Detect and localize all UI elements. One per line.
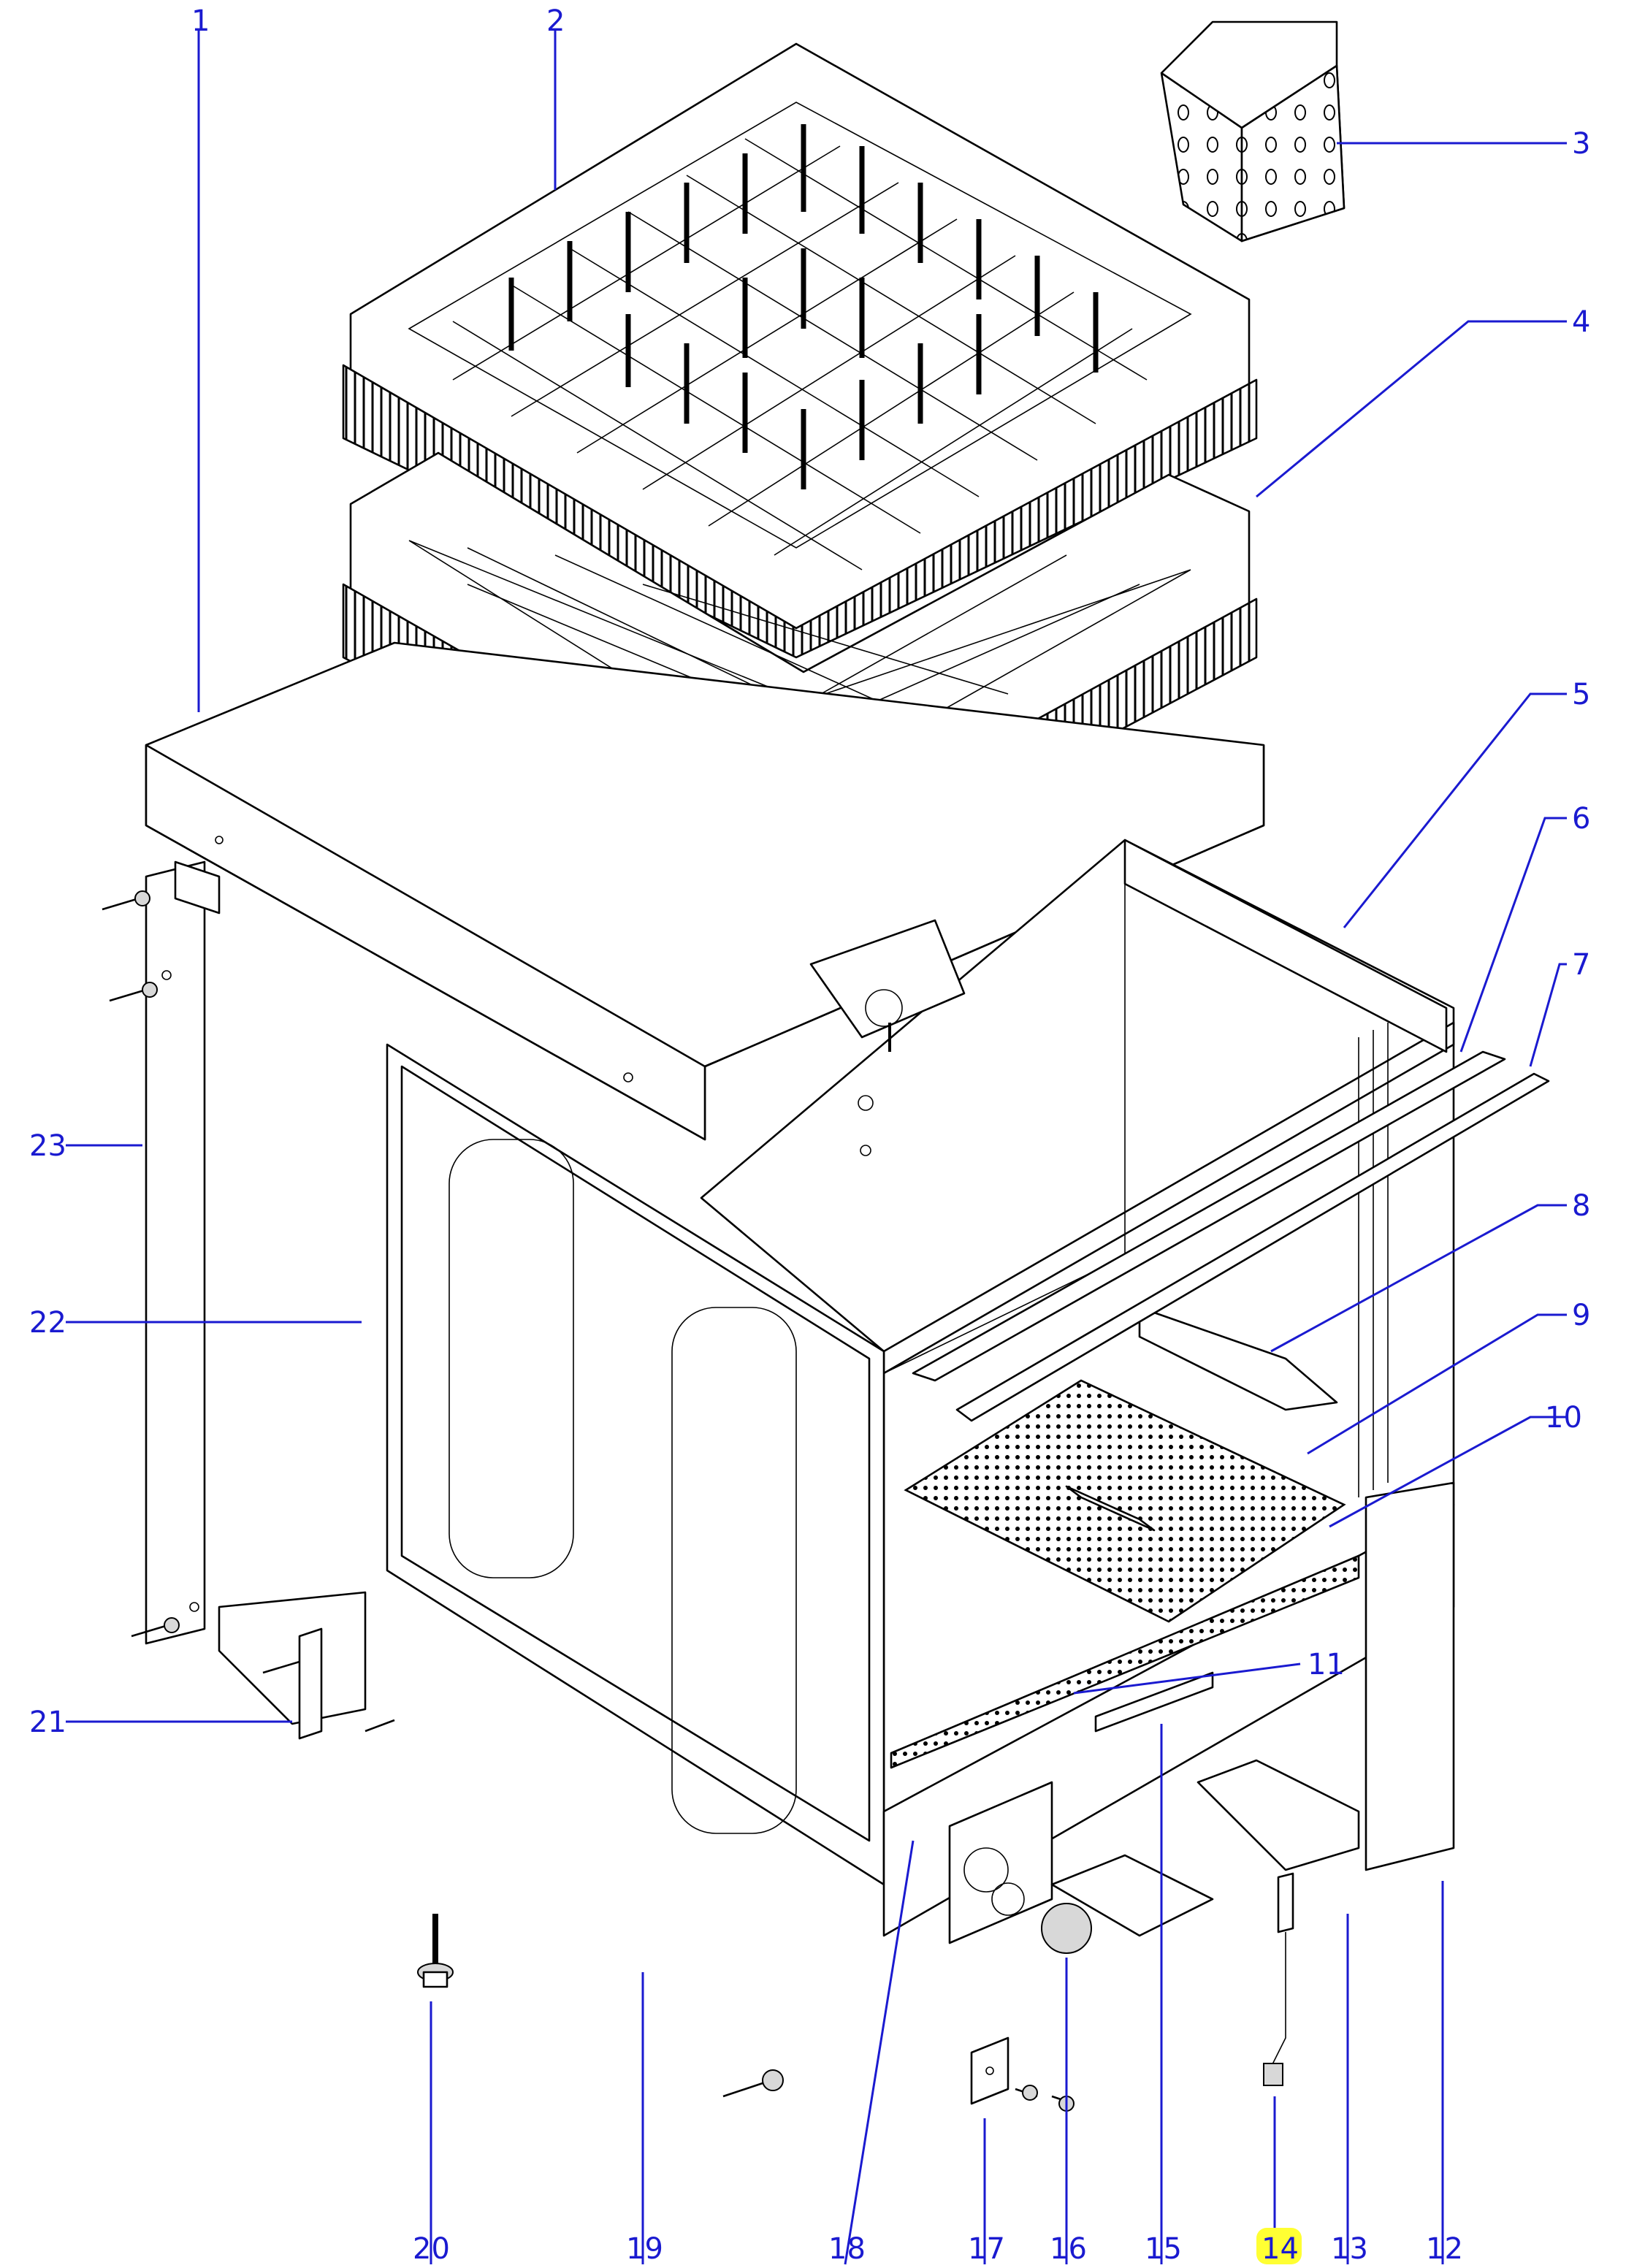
callout-13[interactable]: 13 bbox=[1331, 2232, 1368, 2266]
callout-7[interactable]: 7 bbox=[1572, 948, 1590, 982]
callout-10[interactable]: 10 bbox=[1545, 1401, 1582, 1435]
callout-1[interactable]: 1 bbox=[191, 4, 210, 38]
callout-9[interactable]: 9 bbox=[1572, 1299, 1590, 1332]
peg-rack bbox=[342, 42, 1258, 659]
cabinet-body bbox=[386, 839, 1550, 1954]
cutlery-basket bbox=[1160, 20, 1346, 243]
callout-20[interactable]: 20 bbox=[413, 2232, 450, 2266]
callout-23[interactable]: 23 bbox=[29, 1129, 66, 1163]
callout-19[interactable]: 19 bbox=[626, 2232, 663, 2266]
callout-22[interactable]: 22 bbox=[29, 1306, 66, 1340]
callout-16[interactable]: 16 bbox=[1050, 2232, 1087, 2266]
leveling-foot bbox=[417, 1914, 454, 1988]
callout-17[interactable]: 17 bbox=[968, 2232, 1005, 2266]
callout-14[interactable]: 14 bbox=[1262, 2232, 1299, 2266]
callout-6[interactable]: 6 bbox=[1572, 802, 1590, 836]
callout-labels: 1 2 3 4 5 6 7 8 9 10 11 12 13 14 15 16 1… bbox=[29, 4, 1590, 2266]
callout-5[interactable]: 5 bbox=[1572, 678, 1590, 711]
hinge-bracket bbox=[970, 2036, 1009, 2105]
callout-2[interactable]: 2 bbox=[546, 4, 565, 38]
callout-11[interactable]: 11 bbox=[1308, 1648, 1345, 1681]
callout-8[interactable]: 8 bbox=[1572, 1189, 1590, 1223]
callout-12[interactable]: 12 bbox=[1426, 2232, 1463, 2266]
left-side-panel bbox=[145, 860, 367, 1740]
callout-4[interactable]: 4 bbox=[1572, 305, 1590, 339]
callout-21[interactable]: 21 bbox=[29, 1706, 66, 1739]
callout-15[interactable]: 15 bbox=[1145, 2232, 1182, 2266]
callout-18[interactable]: 18 bbox=[828, 2232, 866, 2266]
temperature-sensor bbox=[1263, 1872, 1294, 2086]
screws bbox=[102, 890, 1075, 2112]
highlight-14 bbox=[1256, 2228, 1302, 2264]
callout-3[interactable]: 3 bbox=[1572, 127, 1590, 161]
callout-leaders bbox=[66, 29, 1567, 2265]
